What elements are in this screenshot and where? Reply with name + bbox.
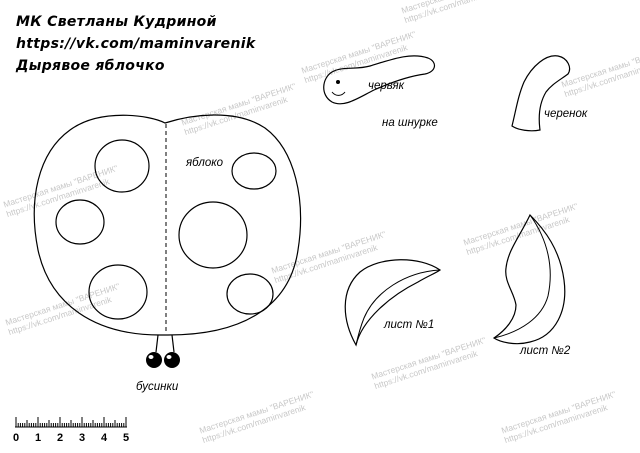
leaf-2-outline [492, 213, 566, 345]
hole [55, 199, 105, 245]
bead-string [155, 334, 159, 353]
hole [94, 139, 150, 193]
hole [231, 152, 277, 190]
stem-outline [511, 55, 571, 132]
bead-string [171, 334, 175, 353]
author-link[interactable]: https://vk.com/maminvarenik [16, 36, 256, 52]
worm-outline [323, 55, 435, 105]
ruler-number: 5 [123, 432, 130, 444]
stem-label: черенок [544, 108, 588, 120]
ruler-number: 0 [13, 432, 20, 444]
leaf-2-vein [493, 214, 551, 339]
bead [164, 352, 180, 368]
ruler-number: 3 [79, 432, 86, 444]
worm-smile [331, 91, 346, 96]
hole [178, 201, 248, 269]
ruler-number: 4 [101, 432, 108, 444]
bead [146, 352, 162, 368]
apple-outline [33, 114, 302, 336]
hole [226, 273, 274, 315]
worm-eye [336, 80, 340, 84]
apple-label: яблоко [186, 157, 224, 169]
bead-highlight [148, 355, 154, 359]
author-title: МК Светланы Кудриной [16, 14, 217, 30]
leaf-2-label: лист №2 [520, 345, 571, 357]
pattern-title: Дырявое яблочко [16, 58, 165, 74]
on-string-label: на шнурке [382, 117, 438, 129]
worm-label: червяк [368, 80, 405, 92]
bead-highlight [166, 355, 172, 359]
leaf-1-vein [355, 269, 441, 346]
ruler-number: 1 [35, 432, 42, 444]
beads-label: бусинки [136, 381, 179, 393]
hole [88, 264, 148, 320]
ruler-number: 2 [57, 432, 64, 444]
leaf-1-label: лист №1 [384, 319, 435, 331]
